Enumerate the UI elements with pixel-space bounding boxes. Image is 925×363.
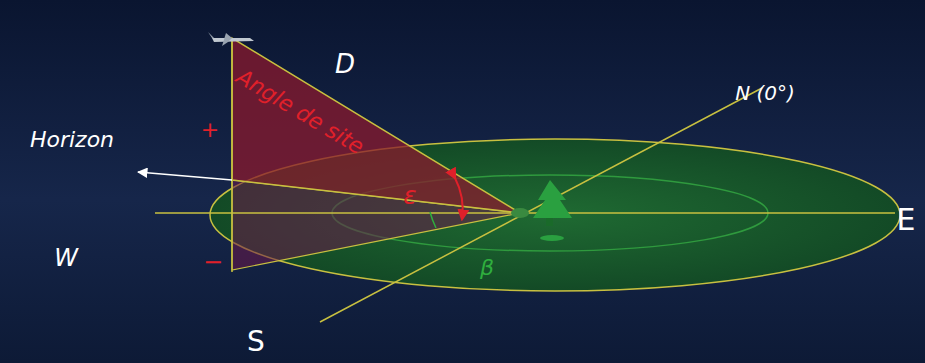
observer-tree <box>511 180 572 241</box>
epsilon-symbol: ε <box>404 184 417 208</box>
plus-sign: + <box>201 119 219 141</box>
epsilon-arc <box>455 178 463 219</box>
beta-symbol: β <box>480 257 494 279</box>
horizon-arrow <box>138 172 232 180</box>
horizon-label: Horizon <box>30 129 114 151</box>
vertical-line <box>231 38 233 272</box>
beta-arc <box>430 212 436 228</box>
elevation-triangle <box>232 38 520 213</box>
distance-label: D <box>335 51 355 77</box>
east-label: E <box>897 205 916 235</box>
minus-sign: − <box>203 250 223 274</box>
aircraft-icon <box>208 32 254 46</box>
north-label: N (0°) <box>735 83 795 103</box>
north-south-axis <box>320 88 762 322</box>
elevation-title: Angle de site <box>233 66 368 159</box>
west-label: W <box>54 246 78 270</box>
south-label: S <box>247 328 265 356</box>
